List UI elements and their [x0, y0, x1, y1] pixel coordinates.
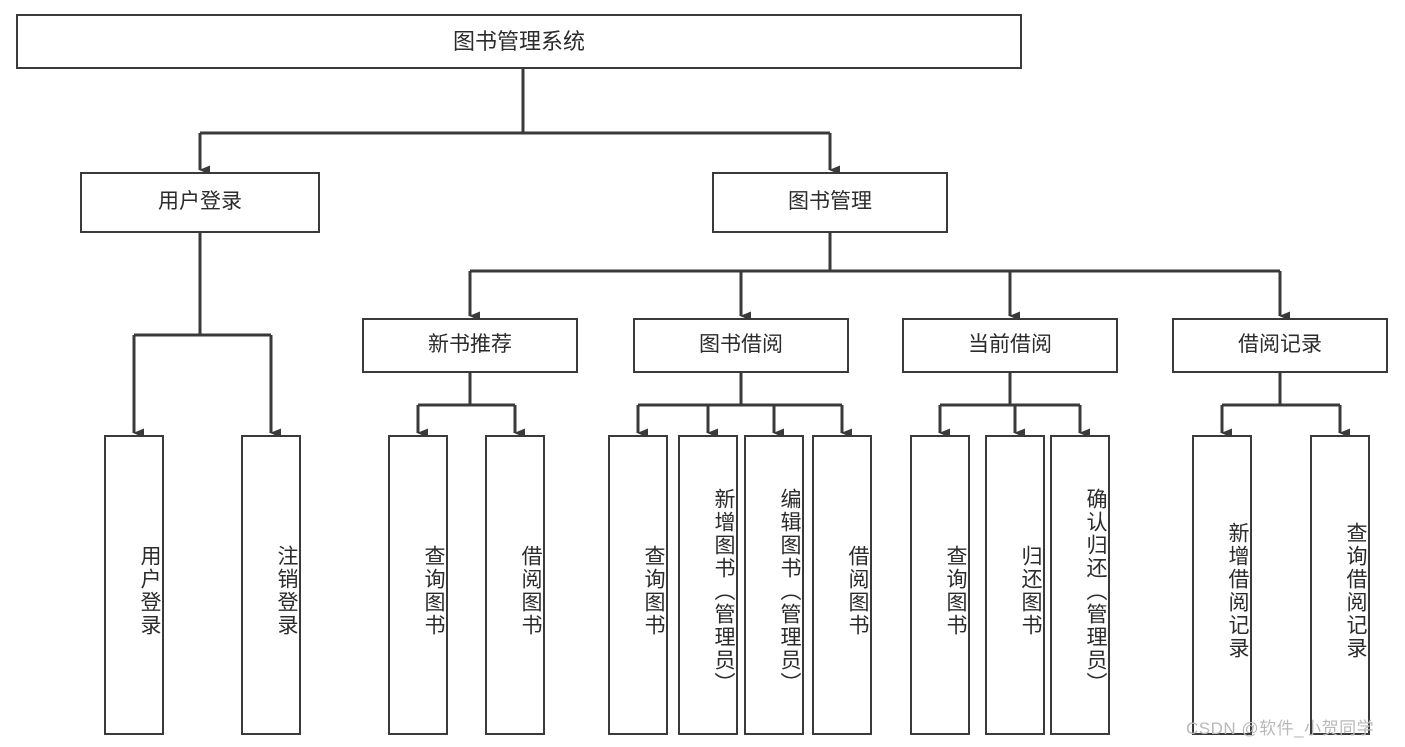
leaf-node-leaf-borrow-book-2[interactable]: 借阅图书: [812, 435, 872, 735]
leaf-node-leaf-borrow-book-1[interactable]: 借阅图书: [485, 435, 545, 735]
leaf-node-leaf-query-record[interactable]: 查询借阅记录: [1310, 435, 1370, 735]
node-label: 借阅记录: [1238, 333, 1322, 357]
leaf-node-leaf-edit-book[interactable]: 编辑图书（管理员）: [744, 435, 804, 735]
node-borrow-record[interactable]: 借阅记录: [1172, 318, 1388, 373]
node-book-borrow[interactable]: 图书借阅: [633, 318, 849, 373]
node-root[interactable]: 图书管理系统: [16, 14, 1022, 69]
leaf-node-leaf-add-record[interactable]: 新增借阅记录: [1192, 435, 1252, 735]
node-new-book-rec[interactable]: 新书推荐: [362, 318, 578, 373]
node-label: 图书管理: [788, 190, 872, 214]
node-label: 查询图书: [944, 545, 967, 637]
node-label: 借阅图书: [519, 545, 542, 637]
node-label: 编辑图书（管理员）: [778, 487, 801, 695]
node-user-login[interactable]: 用户登录: [80, 172, 320, 233]
node-label: 借阅图书: [846, 545, 869, 637]
csdn-watermark: CSDN @软件_小贺同学: [1186, 719, 1375, 738]
node-label: 新增借阅记录: [1226, 522, 1249, 660]
node-label: 用户登录: [138, 545, 161, 637]
leaf-node-leaf-confirm-return[interactable]: 确认归还（管理员）: [1050, 435, 1110, 735]
leaf-node-leaf-return-book[interactable]: 归还图书: [985, 435, 1045, 735]
node-label: 归还图书: [1019, 545, 1042, 637]
node-label: 图书借阅: [699, 333, 783, 357]
node-label: 查询借阅记录: [1344, 522, 1367, 660]
node-label: 当前借阅: [968, 333, 1052, 357]
leaf-node-leaf-add-book[interactable]: 新增图书（管理员）: [678, 435, 738, 735]
node-label: 注销登录: [275, 545, 298, 637]
node-label: 新书推荐: [428, 333, 512, 357]
node-label: 新增图书（管理员）: [712, 487, 735, 695]
node-book-manage[interactable]: 图书管理: [712, 172, 948, 233]
leaf-node-leaf-logout[interactable]: 注销登录: [241, 435, 301, 735]
leaf-node-leaf-user-login[interactable]: 用户登录: [104, 435, 164, 735]
leaf-node-leaf-query-book-3[interactable]: 查询图书: [910, 435, 970, 735]
leaf-node-leaf-query-book-1[interactable]: 查询图书: [388, 435, 448, 735]
node-label: 查询图书: [642, 545, 665, 637]
edges-group: [132, 69, 1350, 438]
node-label: 用户登录: [158, 190, 242, 214]
node-current-borrow[interactable]: 当前借阅: [902, 318, 1118, 373]
node-label: 图书管理系统: [452, 28, 585, 54]
node-label: 确认归还（管理员）: [1084, 487, 1107, 695]
leaf-node-leaf-query-book-2[interactable]: 查询图书: [608, 435, 668, 735]
node-label: 查询图书: [422, 545, 445, 637]
